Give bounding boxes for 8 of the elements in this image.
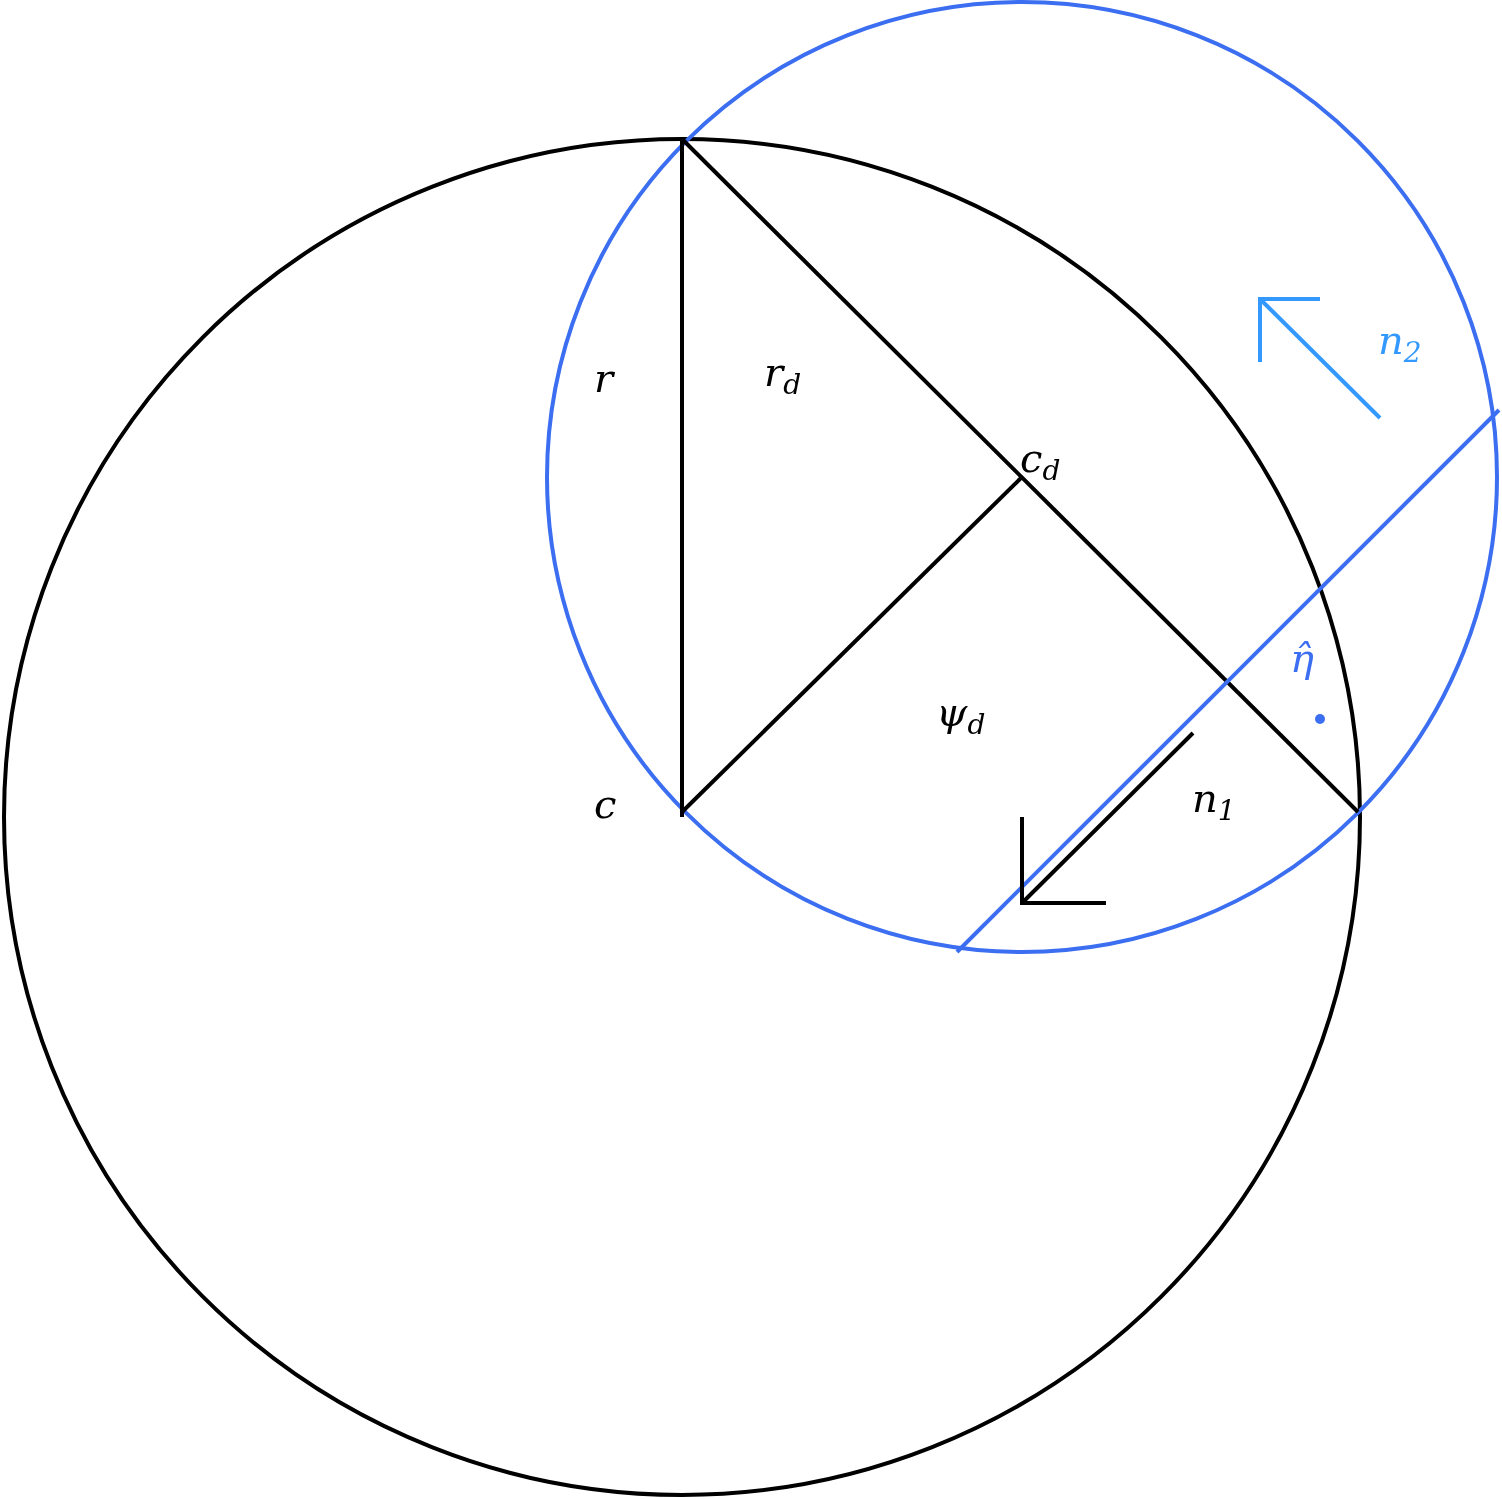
vector-label: η̂	[1290, 638, 1314, 678]
vector-label: n$_{1}$	[1192, 778, 1236, 818]
center-label: c$_{d}$	[1020, 438, 1061, 478]
center-label: c	[594, 784, 617, 824]
vector-label: n$_{2}$	[1378, 320, 1422, 360]
radius-label: r$_{d}$	[764, 352, 802, 392]
radius-label: r	[594, 358, 614, 398]
angle-label: ψ$_{d}$	[936, 692, 986, 732]
